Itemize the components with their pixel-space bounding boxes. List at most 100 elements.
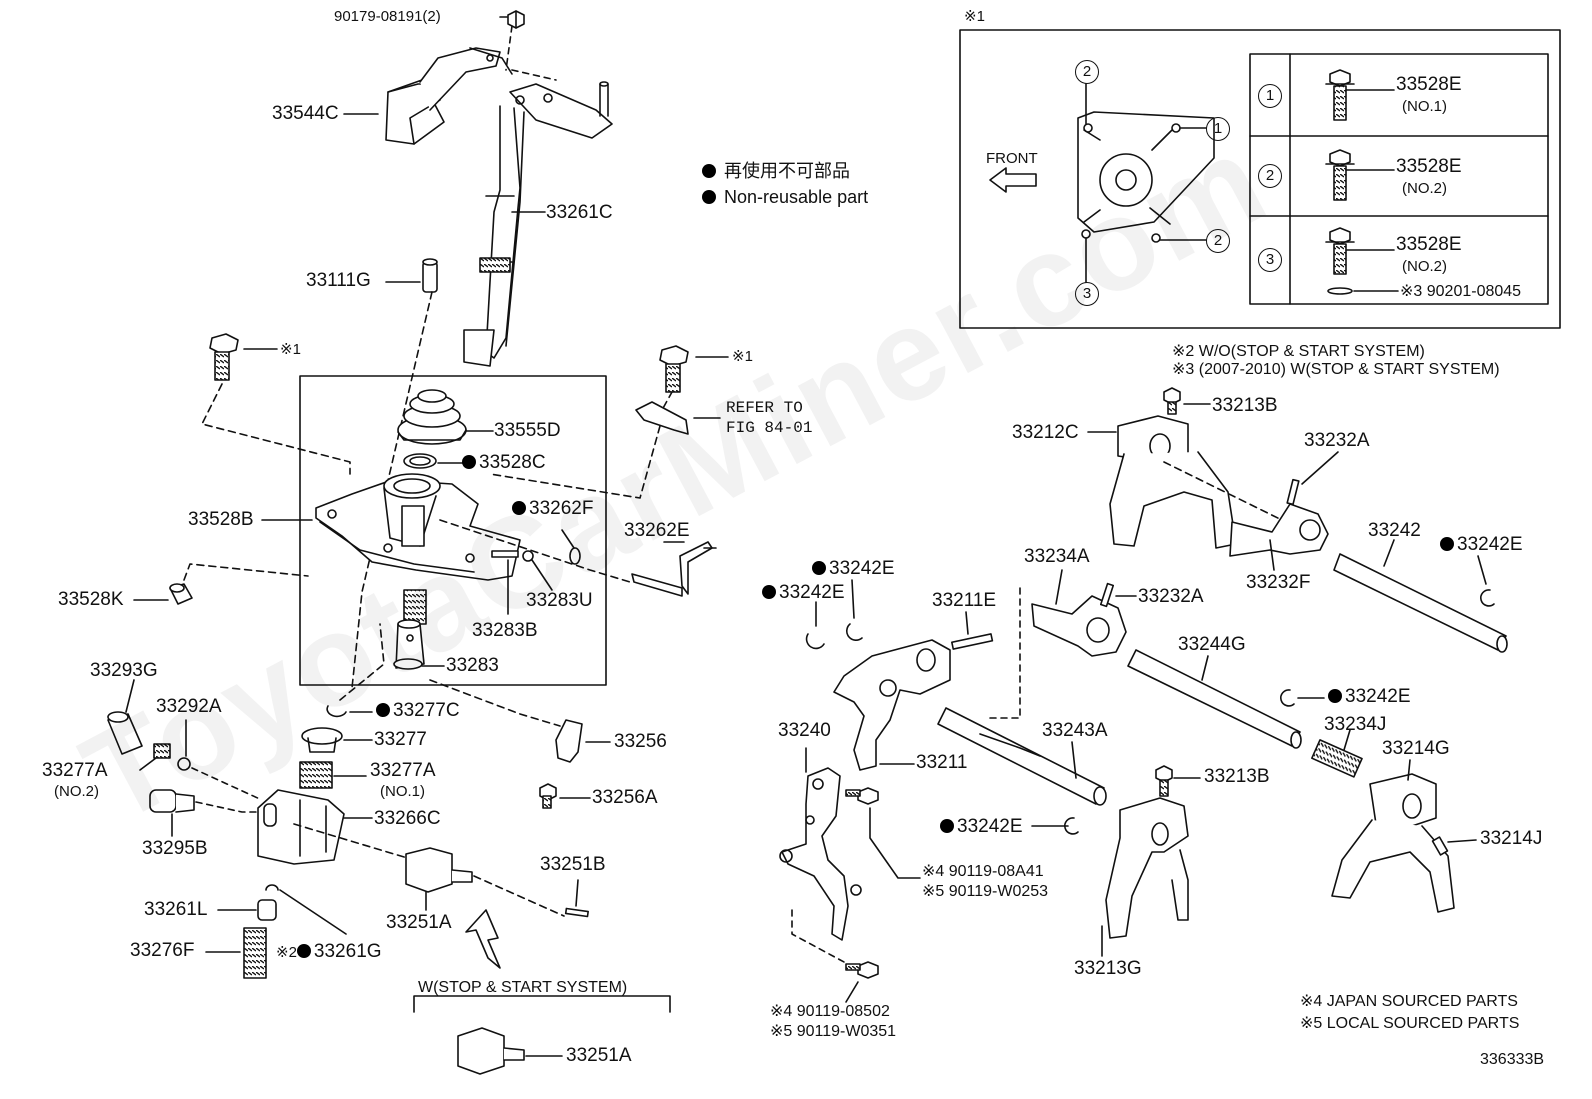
rod-33243A-icon: [937, 707, 1107, 806]
ball-33283U-icon: [522, 550, 534, 562]
seal-33528C-icon: [403, 453, 437, 469]
callout-2-right: 2: [1206, 229, 1230, 253]
label-33242E-a-text: 33242E: [779, 582, 845, 603]
case-cover-inset-icon: [1077, 83, 1215, 283]
note-4: ※4 JAPAN SOURCED PARTS: [1300, 993, 1518, 1010]
label-33262E: 33262E: [624, 520, 690, 541]
legend-en: Non-reusable part: [702, 186, 868, 208]
bushing-33528K-icon: [169, 583, 193, 605]
refer-line2: FIG 84-01: [726, 419, 813, 437]
label-33234A: 33234A: [1024, 546, 1090, 567]
bolt-33528E-no2-icon: [1325, 149, 1355, 201]
legend-jp-text: 再使用不可部品: [724, 161, 851, 181]
note-2: ※2 W/O(STOP & START SYSTEM): [1172, 343, 1425, 360]
label-33528B: 33528B: [188, 509, 254, 530]
non-reusable-dot-icon: [702, 164, 716, 178]
row1-note: (NO.1): [1402, 98, 1447, 115]
row3-extra: ※3 90201-08045: [1400, 283, 1522, 300]
clip-33242E-c-icon: [1280, 689, 1295, 707]
label-33256: 33256: [614, 731, 667, 752]
non-reusable-dot-icon: [702, 190, 716, 204]
switch-33295B-icon: [149, 789, 195, 813]
label-33232A-top: 33232A: [1304, 430, 1370, 451]
label-33277C: 33277C: [376, 700, 460, 722]
spring-33277A-no2-icon: [153, 743, 171, 759]
label-33213G: 33213G: [1074, 958, 1142, 979]
rod-33242-icon: [1333, 553, 1508, 653]
note-5: ※5 LOCAL SOURCED PARTS: [1300, 1015, 1520, 1032]
bolt-33256A-icon: [539, 783, 557, 809]
label-33276F: 33276F: [130, 940, 195, 961]
non-reusable-dot-icon: [940, 819, 954, 833]
pin-33251B-icon: [564, 907, 589, 918]
clip-33277C-icon: [326, 705, 347, 718]
nut-90179-icon: [507, 10, 525, 29]
callout-2-top: 2: [1075, 60, 1099, 84]
label-33242E-r-text: 33242E: [1457, 534, 1523, 555]
label-33211E: 33211E: [932, 590, 997, 611]
callout-1: 1: [1206, 117, 1230, 141]
pin-33232A-mid-icon: [1099, 582, 1115, 608]
row3-part: 33528E: [1396, 234, 1462, 255]
sensor-33251A-icon: [405, 847, 473, 893]
label-33262F: 33262F: [512, 498, 593, 520]
fork-33213G-icon: [1105, 797, 1189, 939]
direction-arrow-icon: [465, 909, 501, 969]
label-33544C: 33544C: [272, 103, 339, 124]
legend-jp: 再使用不可部品: [702, 160, 850, 182]
row3-note: (NO.2): [1402, 258, 1447, 275]
note-3: ※3 (2007-2010) W(STOP & START SYSTEM): [1172, 361, 1500, 378]
shift-lever-33544C-icon: [385, 47, 513, 145]
non-reusable-dot-icon: [296, 944, 311, 958]
label-33232F: 33232F: [1246, 572, 1311, 593]
fork-33214G-icon: [1331, 773, 1455, 913]
label-bolt1-mark: ※1: [280, 341, 301, 358]
head-33234A-icon: [1031, 595, 1127, 657]
label-33234J: 33234J: [1324, 714, 1387, 735]
bolt-left-icon: [209, 333, 239, 381]
block-33266C-icon: [257, 789, 345, 865]
bolt-90119-a-icon: [845, 787, 879, 805]
label-33528C-text: 33528C: [479, 452, 546, 473]
label-33261G-mark: ※2: [276, 944, 297, 961]
bracket-refer-icon: [635, 401, 689, 435]
spring-33276F-icon: [243, 927, 267, 979]
label-33277A-no1-note: (NO.1): [380, 783, 425, 800]
label-33528K: 33528K: [58, 589, 124, 610]
figure-id: 336333B: [1480, 1051, 1545, 1068]
front-arrow-icon: [989, 167, 1037, 193]
row2-note: (NO.2): [1402, 180, 1447, 197]
label-33214J: 33214J: [1480, 828, 1543, 849]
bolt-right-icon: [659, 345, 689, 393]
label-33251A: 33251A: [386, 912, 452, 933]
label-33277A-no2: 33277A: [42, 760, 108, 781]
row1-part: 33528E: [1396, 74, 1462, 95]
plunger-33283-icon: [393, 619, 425, 670]
row3-num: 3: [1258, 248, 1282, 272]
lever-33240-icon: [779, 767, 862, 941]
cap-33293G-icon: [107, 711, 143, 755]
row2-num: 2: [1258, 164, 1282, 188]
bolt-33528E-no1-icon: [1325, 69, 1355, 121]
label-bolt-a-1: ※4 90119-08A41: [922, 863, 1044, 880]
pin-33211E-icon: [951, 633, 994, 650]
label-33283B: 33283B: [472, 620, 538, 641]
bolt-33528E-no2b-icon: [1325, 227, 1355, 275]
boot-33555D-icon: [397, 389, 467, 445]
non-reusable-dot-icon: [512, 501, 526, 515]
label-33213B-mid: 33213B: [1204, 766, 1270, 787]
label-33244G: 33244G: [1178, 634, 1246, 655]
label-33242E-b-text: 33242E: [829, 558, 895, 579]
label-33292A: 33292A: [156, 696, 222, 717]
refer-line1: REFER TO: [726, 399, 803, 417]
shift-shaft-33261C-icon: [463, 81, 613, 367]
lever-33262E-icon: [631, 541, 717, 597]
clip-33262F-icon: [569, 547, 581, 565]
label-33242E-c-text: 33242E: [1345, 686, 1411, 707]
label-33261C: 33261C: [546, 202, 613, 223]
label-33212C: 33212C: [1012, 422, 1079, 443]
ball-33292A-icon: [177, 757, 191, 771]
